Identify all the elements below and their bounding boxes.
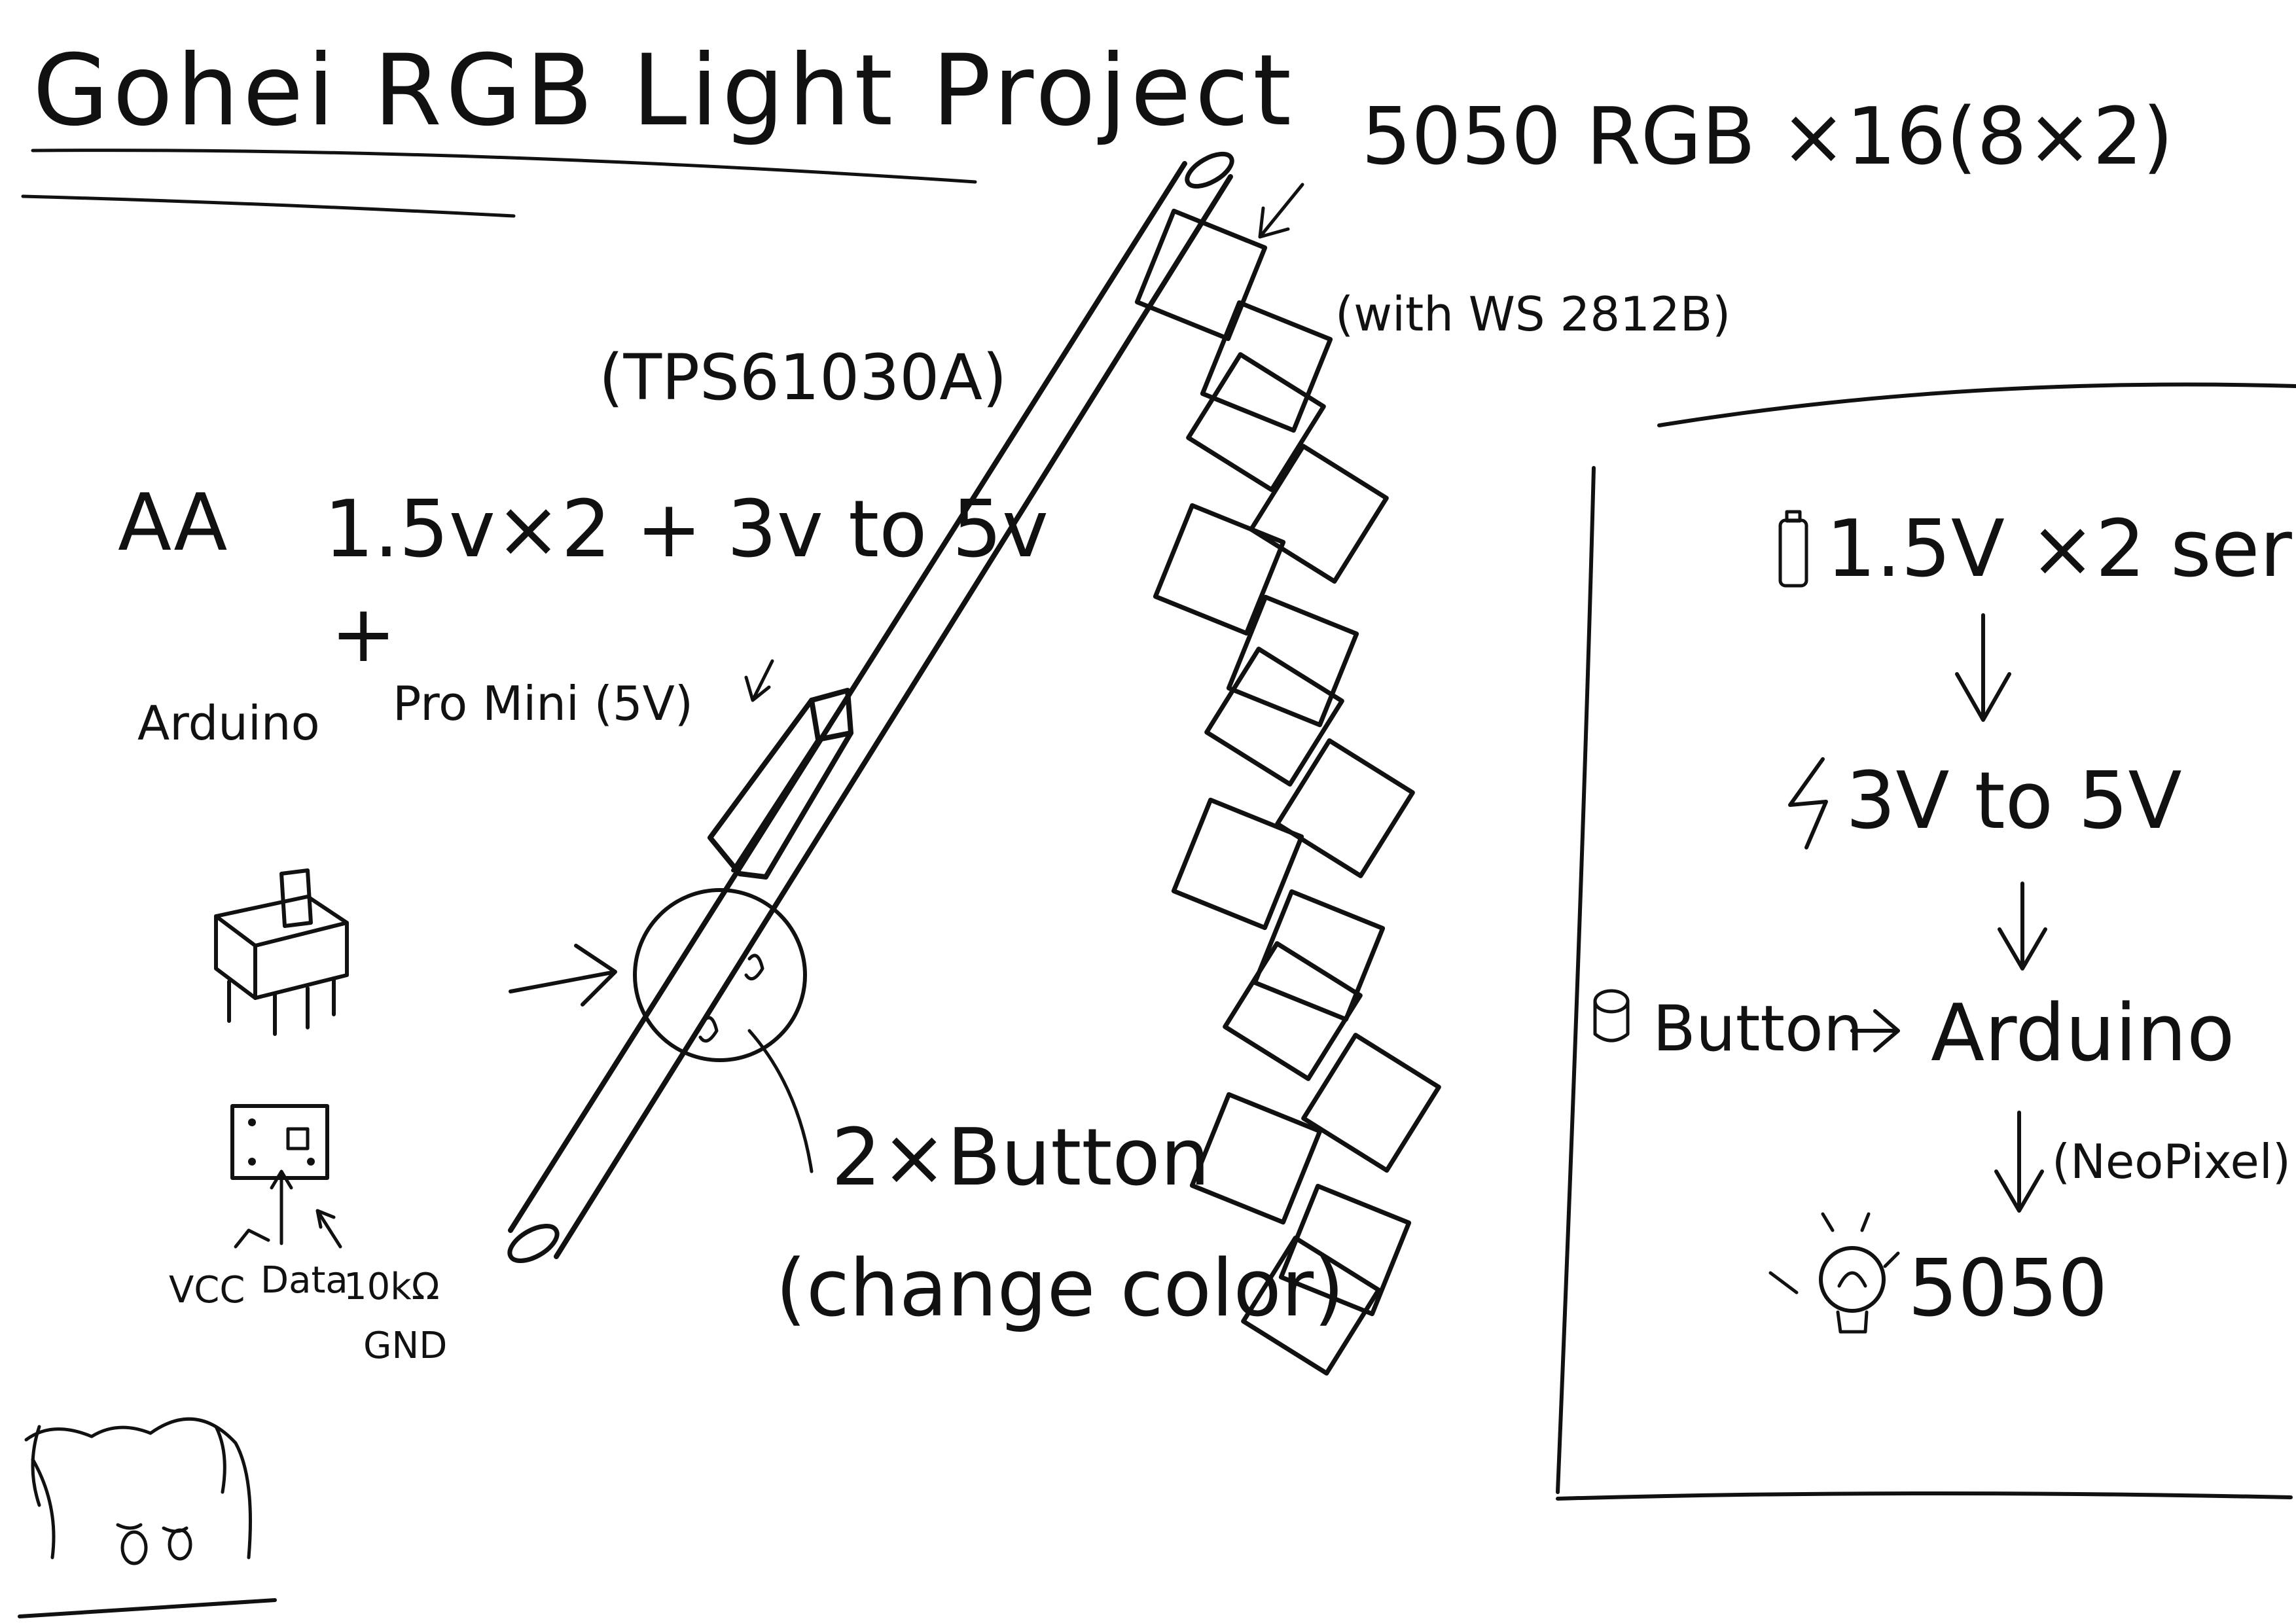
led-square (1241, 1236, 1381, 1376)
title-underline (31, 149, 977, 184)
panel-top-line (1657, 382, 2296, 427)
pin-gnd: GND (363, 1325, 447, 1367)
led-square (1278, 1183, 1412, 1317)
flow-battery: 1.5V ×2 series (1826, 504, 2296, 595)
led-square (1153, 503, 1286, 636)
led-square (1189, 1092, 1323, 1225)
flow-arrow-1 (1955, 613, 2011, 722)
led-square (1301, 1033, 1441, 1173)
flow-arrow-button (1850, 1009, 1900, 1052)
bulb-icon (1768, 1212, 1900, 1334)
lightning-icon (1788, 757, 1828, 849)
flow-arrow-2 (1998, 882, 2047, 971)
controller-label-a: Arduino (137, 696, 320, 751)
led-square (1200, 300, 1333, 433)
power-formula: 1.5v×2 + 3v to 5v (324, 484, 1049, 575)
led-square (1226, 594, 1359, 728)
led-square (1171, 797, 1304, 931)
button-detail-2 (698, 1016, 719, 1043)
led-strip-right (1200, 300, 1441, 1317)
small-button-icon (1593, 989, 1630, 1043)
magnifier-arrow (509, 944, 617, 1007)
flow-led: 5050 (1908, 1243, 2108, 1334)
flow-button: Button (1653, 992, 1863, 1065)
led-square (1134, 208, 1268, 342)
flow-library: (NeoPixel) (2052, 1134, 2291, 1189)
page-title: Gohei RGB Light Project (33, 34, 1295, 148)
led-pointer-arrow (1258, 183, 1304, 239)
flow-controller: Arduino (1931, 988, 2234, 1079)
button-magnifier (633, 888, 807, 1062)
flow-converter: 3V to 5V (1846, 756, 2182, 847)
battery-icon (1778, 510, 1808, 588)
pin-data: Data (260, 1259, 348, 1302)
control-box (708, 688, 853, 880)
panel-bottom-line (1556, 1491, 2293, 1501)
controller-arrow (744, 659, 774, 702)
plus-sign: + (331, 589, 397, 680)
led-spec-driver: (with WS 2812B) (1335, 287, 1731, 342)
led-square (1223, 941, 1363, 1081)
button-purpose: (change color) (776, 1243, 1344, 1334)
mascot-sketch (18, 1417, 277, 1618)
led-spec-main: 5050 RGB ×16(8×2) (1361, 92, 2174, 183)
battery-type: AA (118, 478, 228, 569)
button-leader-line (747, 1029, 814, 1173)
button-detail-1 (744, 954, 764, 981)
led-square (1275, 738, 1415, 878)
led-square (1249, 444, 1389, 584)
module-board-icon (230, 1104, 342, 1249)
push-button-icon (214, 868, 349, 1036)
panel-left-line (1556, 466, 1596, 1494)
controller-label-b: Pro Mini (5V) (393, 676, 693, 731)
title-underline-2 (21, 194, 516, 218)
boost-chip-label: (TPS61030A) (599, 341, 1007, 414)
pin-vcc: VCC (169, 1269, 245, 1311)
flow-arrow-3 (1994, 1111, 2044, 1213)
pin-resistor: 10kΩ (344, 1266, 439, 1308)
button-count: 2×Button (831, 1113, 1210, 1204)
led-square (1252, 889, 1386, 1022)
